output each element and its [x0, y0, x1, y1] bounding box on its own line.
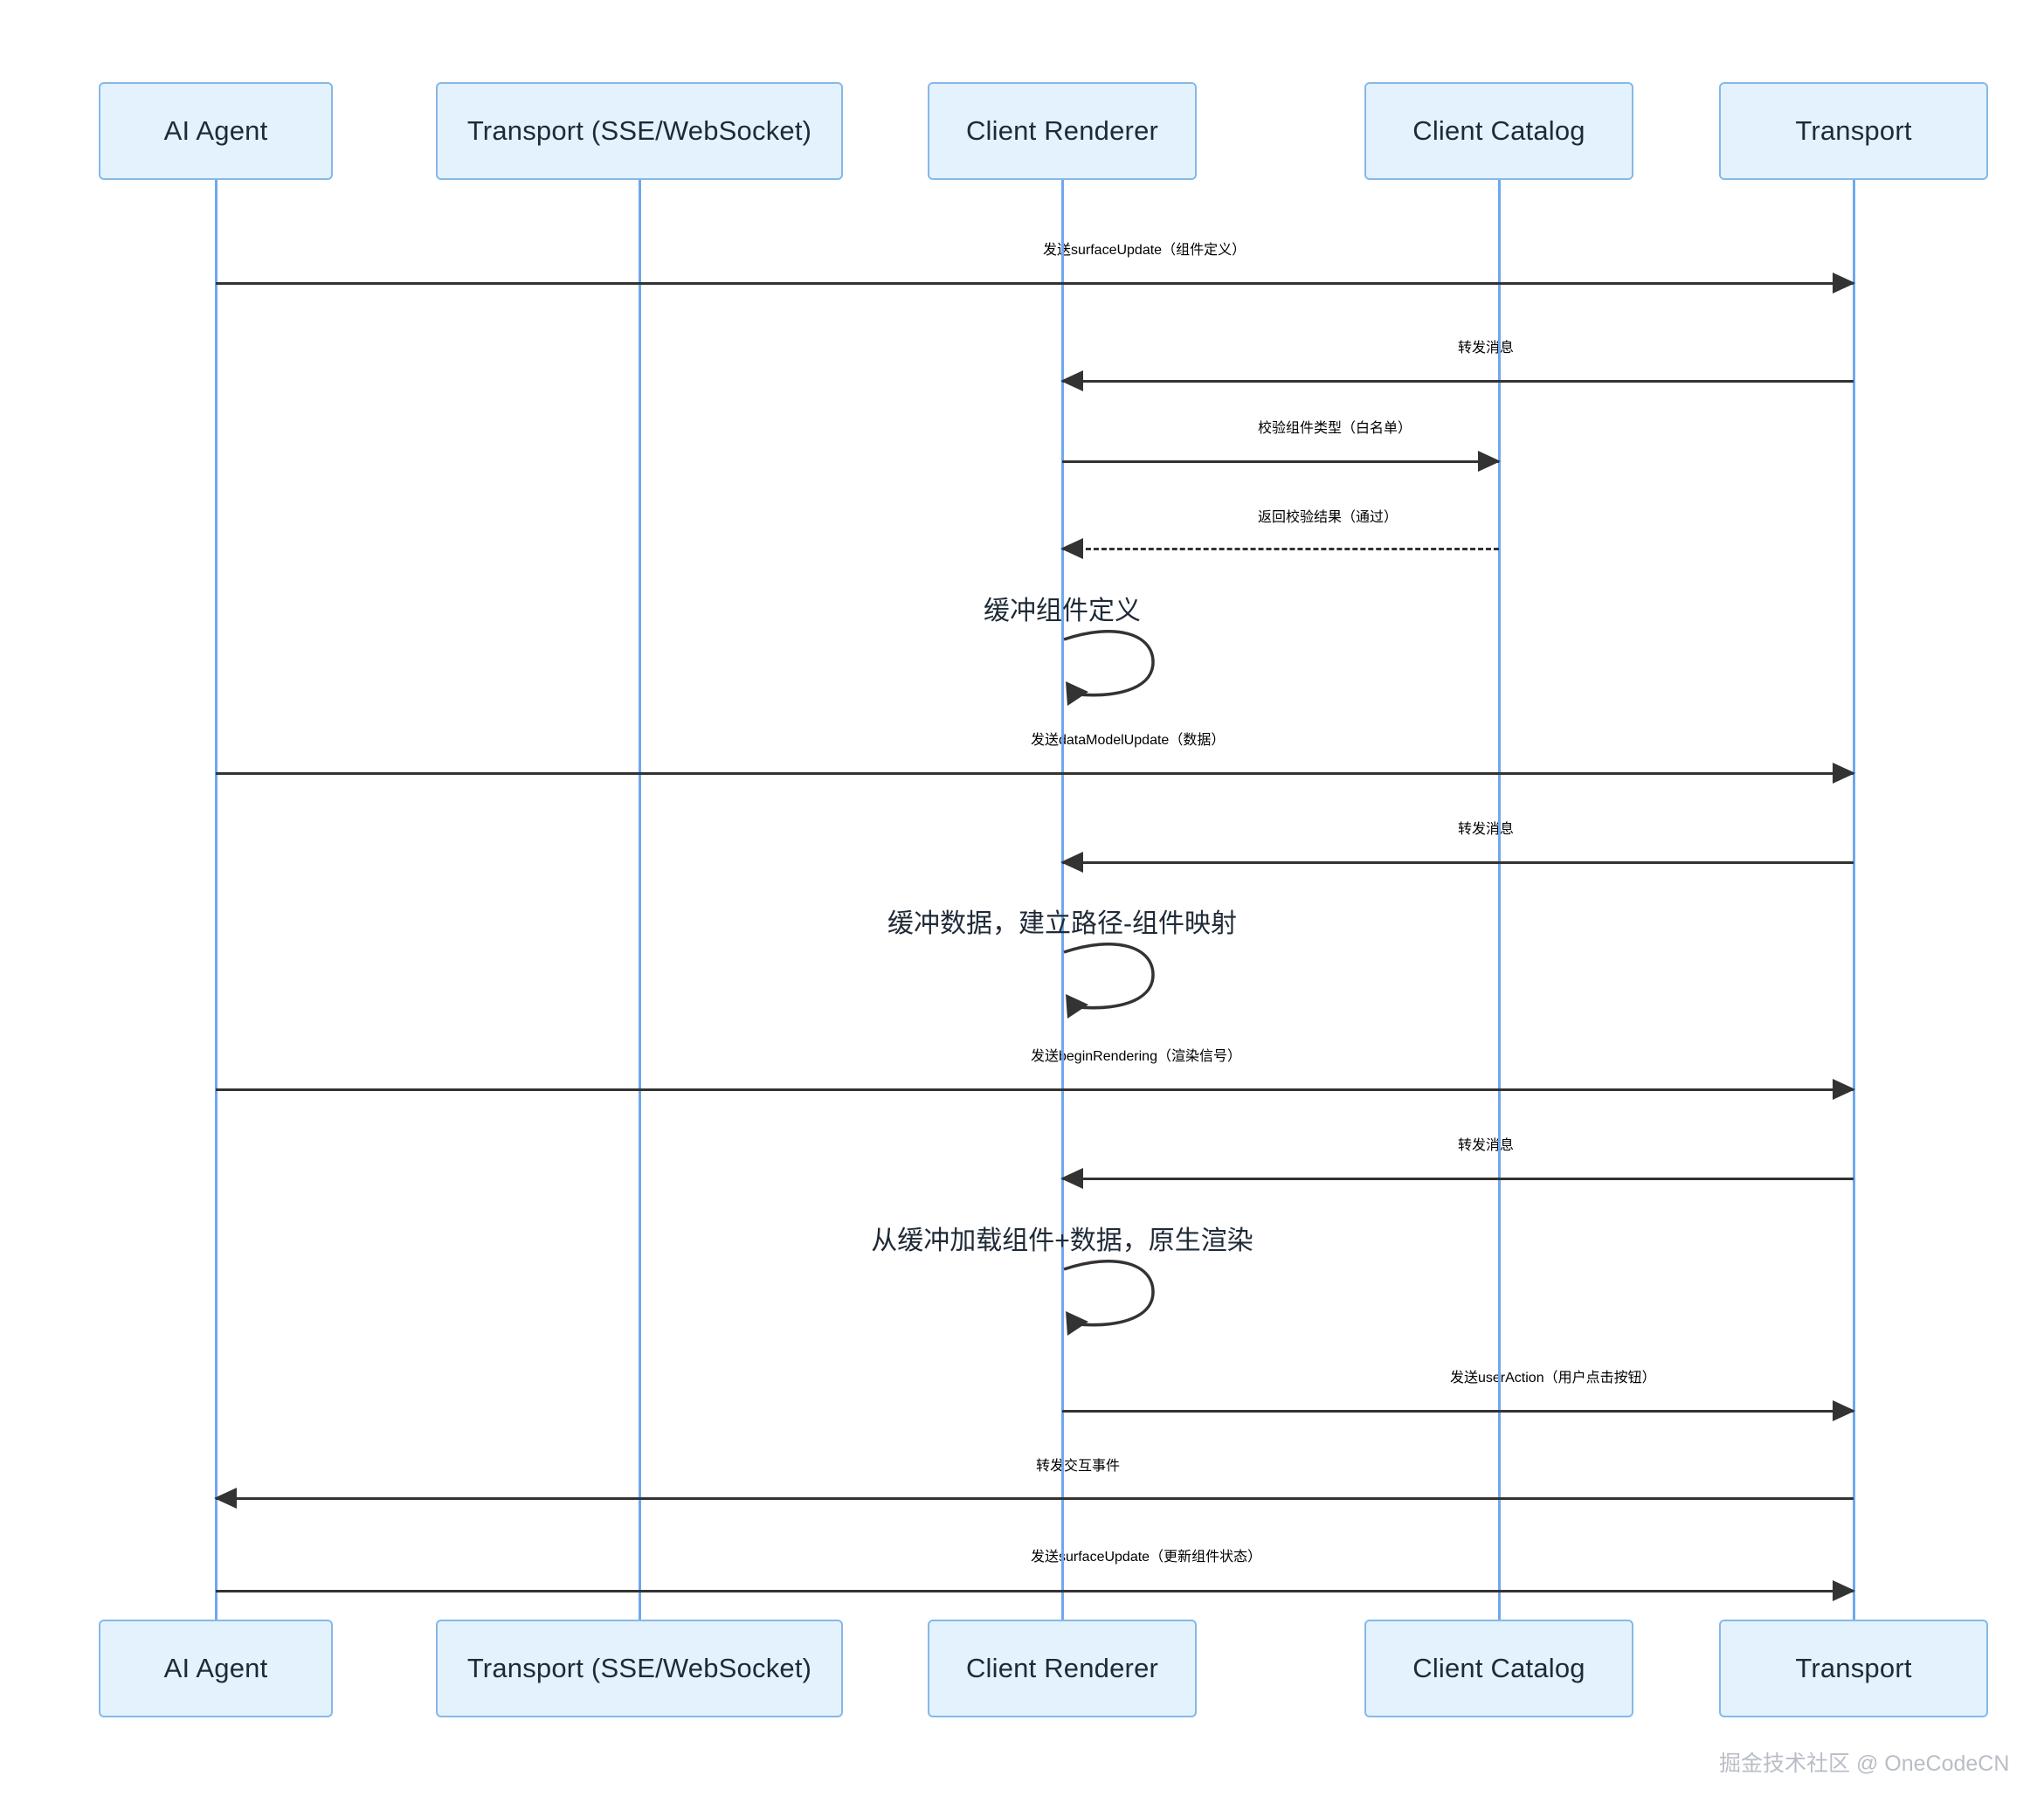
self-loop-arrow — [1063, 942, 1155, 1019]
arrowhead-icon — [1060, 370, 1083, 391]
lifeline-transport — [1852, 180, 1855, 1620]
message-label: 返回校验结果（通过） — [1258, 510, 1398, 525]
participant-label: Transport (SSE/WebSocket) — [466, 115, 812, 146]
message-line — [216, 282, 1854, 285]
message-line — [216, 1590, 1854, 1592]
message-label: 转发消息 — [1458, 1138, 1515, 1153]
arrowhead-icon — [1833, 763, 1855, 784]
message-label: 发送surfaceUpdate（组件定义） — [1043, 243, 1246, 258]
arrowhead-icon — [1478, 451, 1501, 472]
message-label: 从缓冲加载组件+数据，原生渲染 — [871, 1226, 1253, 1255]
participant-label: Transport (SSE/WebSocket) — [466, 1653, 812, 1683]
arrowhead-icon — [1833, 1580, 1855, 1601]
message-line — [216, 1088, 1854, 1091]
participant-label: AI Agent — [163, 1653, 268, 1683]
arrowhead-icon — [1060, 1168, 1083, 1189]
message-line — [1062, 1178, 1854, 1180]
message-label: 发送userAction（用户点击按钮） — [1450, 1371, 1656, 1385]
participant-label: AI Agent — [163, 115, 268, 146]
message-line — [1062, 380, 1854, 383]
arrowhead-icon — [1833, 273, 1855, 294]
participant-bottom-client-renderer[interactable]: Client Renderer — [928, 1620, 1197, 1717]
message-line — [1062, 1410, 1854, 1413]
message-line — [1062, 460, 1499, 463]
participant-top-ai-agent[interactable]: AI Agent — [99, 82, 333, 180]
participant-label: Client Catalog — [1412, 1653, 1585, 1683]
lifeline-ai-agent — [214, 180, 218, 1620]
message-label: 发送beginRendering（渲染信号） — [1031, 1049, 1241, 1064]
lifeline-transport-sse — [638, 180, 641, 1620]
self-loop-arrow — [1063, 629, 1155, 706]
message-label: 转发交互事件 — [1036, 1459, 1121, 1474]
arrowhead-icon — [1060, 538, 1083, 559]
participant-bottom-client-catalog[interactable]: Client Catalog — [1364, 1620, 1633, 1717]
message-label: 转发消息 — [1458, 341, 1515, 356]
participant-bottom-transport-sse[interactable]: Transport (SSE/WebSocket) — [436, 1620, 843, 1717]
participant-bottom-ai-agent[interactable]: AI Agent — [99, 1620, 333, 1717]
message-label: 发送dataModelUpdate（数据） — [1031, 733, 1226, 748]
participant-label: Transport — [1795, 115, 1912, 146]
watermark: 掘金技术社区 @ OneCodeCN — [1719, 1751, 2010, 1776]
message-label: 缓冲数据，建立路径-组件映射 — [887, 909, 1237, 938]
message-line — [1062, 861, 1854, 864]
participant-top-client-catalog[interactable]: Client Catalog — [1364, 82, 1633, 180]
arrowhead-icon — [1060, 852, 1083, 873]
message-label: 发送surfaceUpdate（更新组件状态） — [1031, 1550, 1262, 1565]
arrowhead-icon — [214, 1488, 237, 1509]
participant-top-client-renderer[interactable]: Client Renderer — [928, 82, 1197, 180]
lifeline-client-renderer — [1060, 180, 1064, 1620]
message-label: 缓冲组件定义 — [984, 597, 1141, 625]
message-line — [1062, 548, 1499, 550]
participant-top-transport-sse[interactable]: Transport (SSE/WebSocket) — [436, 82, 843, 180]
participant-bottom-transport[interactable]: Transport — [1719, 1620, 1988, 1717]
message-line — [216, 1497, 1854, 1500]
participant-label: Client Renderer — [965, 115, 1159, 146]
participant-label: Client Renderer — [965, 1653, 1159, 1683]
arrowhead-icon — [1833, 1079, 1855, 1100]
participant-top-transport[interactable]: Transport — [1719, 82, 1988, 180]
message-label: 校验组件类型（白名单） — [1258, 421, 1412, 436]
message-line — [216, 772, 1854, 775]
lifeline-client-catalog — [1497, 180, 1501, 1620]
participant-label: Client Catalog — [1412, 115, 1585, 146]
participant-label: Transport — [1795, 1653, 1912, 1683]
arrowhead-icon — [1833, 1400, 1855, 1421]
self-loop-arrow — [1063, 1259, 1155, 1336]
message-label: 转发消息 — [1458, 822, 1515, 837]
